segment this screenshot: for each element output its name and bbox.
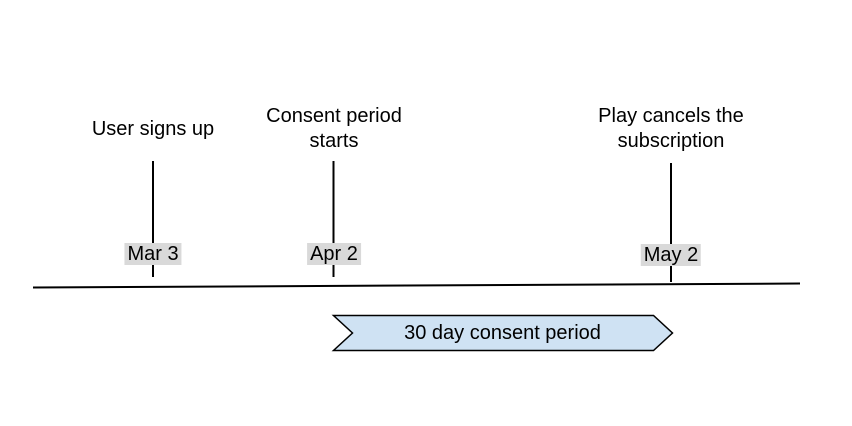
date-badge-apr2: Apr 2	[307, 243, 361, 265]
date-badge-may2: May 2	[640, 244, 702, 266]
consent-period-ribbon	[331, 314, 674, 352]
event-label-play-cancels-subscription: Play cancels the subscription	[598, 105, 744, 152]
date-badge-mar3: Mar 3	[124, 243, 182, 265]
timeline-axis	[32, 282, 801, 289]
consent-period-ribbon-label: 30 day consent period	[404, 321, 601, 344]
event-label-user-signs-up: User signs up	[91, 118, 215, 140]
event-label-consent-period-starts: Consent period starts	[266, 105, 402, 152]
